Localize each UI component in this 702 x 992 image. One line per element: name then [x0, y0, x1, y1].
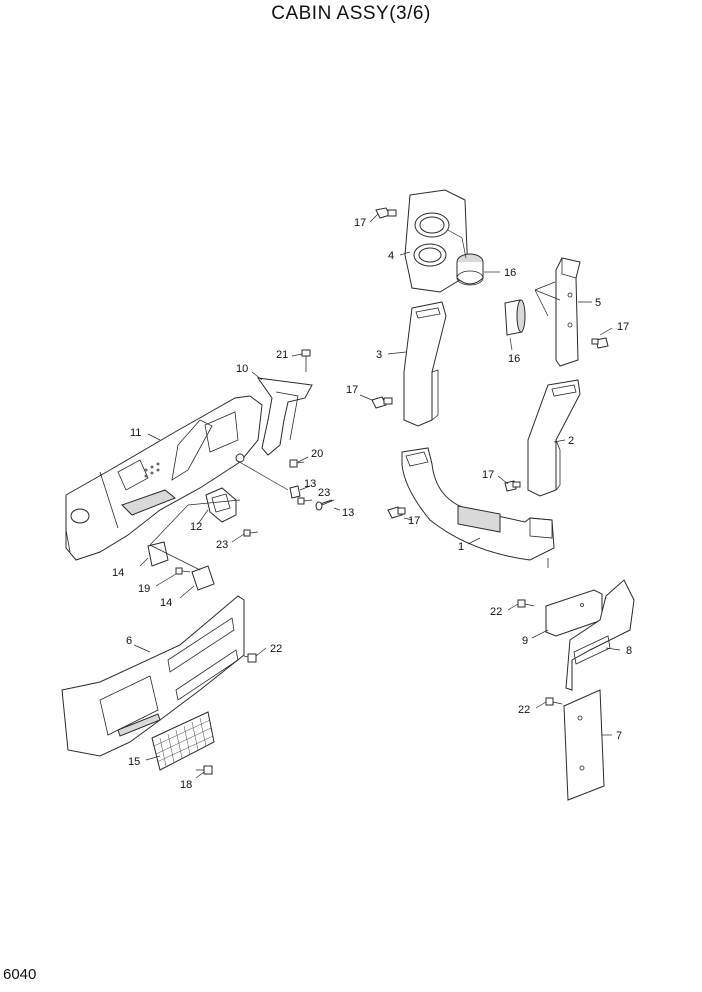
part-14-cap-b [191, 565, 215, 591]
callout-17: 17 [346, 384, 358, 396]
part-7-plate [563, 689, 605, 801]
screw-23a [297, 497, 313, 505]
page-number: 6040 [3, 966, 37, 983]
screw-21 [301, 349, 311, 372]
callout-17: 17 [408, 515, 420, 527]
part-3-tall-duct [403, 301, 447, 427]
leader-lines [133, 213, 621, 779]
part-6-lower-panel [61, 595, 245, 757]
screw-22c [545, 697, 563, 706]
callout-17: 17 [482, 469, 494, 481]
callout-1: 1 [458, 541, 464, 553]
part-1-curved-duct [401, 447, 555, 568]
callout-3: 3 [376, 349, 382, 361]
callout-6: 6 [126, 635, 132, 647]
part-16-ring-lower [504, 299, 526, 336]
part-16-ring-upper [456, 253, 484, 286]
bolt-17d [387, 506, 406, 519]
callout-15: 15 [128, 756, 140, 768]
callout-2: 2 [568, 435, 574, 447]
part-5-vertical-duct [555, 257, 581, 367]
screw-23b [243, 529, 259, 537]
screw-18 [196, 765, 213, 775]
callout-4: 4 [388, 250, 394, 262]
callout-23: 23 [318, 487, 330, 499]
part-15-net [151, 711, 215, 771]
bolt-17e [591, 337, 609, 349]
callout-9: 9 [522, 635, 528, 647]
callout-22: 22 [270, 643, 282, 655]
bolt-17c [504, 480, 521, 492]
callout-22: 22 [490, 606, 502, 618]
page-title: CABIN ASSY(3/6) [271, 3, 431, 24]
part-8-bracket [565, 579, 635, 691]
callout-19: 19 [138, 583, 150, 595]
callout-12: 12 [190, 521, 202, 533]
callout-13: 13 [304, 478, 316, 490]
callout-16: 16 [508, 353, 520, 365]
callout-7: 7 [616, 730, 622, 742]
part-12-clip [205, 487, 237, 523]
screw-13a [289, 485, 301, 499]
callout-17: 17 [354, 217, 366, 229]
part-4-duct-head [404, 189, 469, 293]
callout-14: 14 [112, 567, 124, 579]
callout-10: 10 [236, 363, 248, 375]
screw-22a [243, 653, 257, 663]
callout-13: 13 [342, 507, 354, 519]
screw-20 [289, 459, 305, 468]
callout-8: 8 [626, 645, 632, 657]
screw-22b [517, 599, 535, 608]
callout-18: 18 [180, 779, 192, 791]
part-11-trim-panel [65, 395, 263, 561]
callout-14: 14 [160, 597, 172, 609]
callout-16: 16 [504, 267, 516, 279]
bolt-17a [375, 207, 397, 219]
callout-17: 17 [617, 321, 629, 333]
callout-20: 20 [311, 448, 323, 460]
bolt-17b [371, 396, 393, 409]
screw-19 [175, 567, 191, 575]
screw-13b [315, 499, 335, 511]
callout-11: 11 [130, 427, 141, 439]
callout-22: 22 [518, 704, 530, 716]
callout-21: 21 [276, 349, 288, 361]
part-14-cap-a [147, 541, 169, 567]
part-10-bracket [256, 377, 313, 456]
part-2-duct [527, 379, 581, 497]
callout-23: 23 [216, 539, 228, 551]
callout-5: 5 [595, 297, 601, 309]
